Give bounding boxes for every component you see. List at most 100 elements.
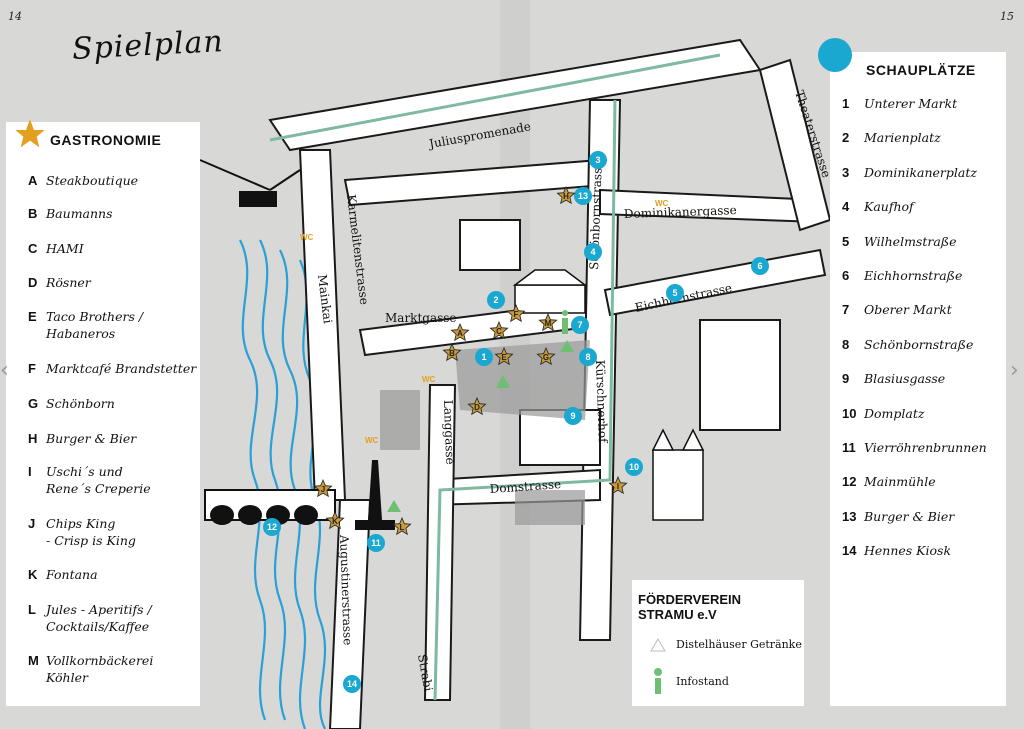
venue-marker-label: 3 <box>595 155 600 165</box>
street-mainkai: Mainkai <box>315 274 335 325</box>
schauplatz-number: 2 <box>842 130 850 146</box>
gastro-marker-F[interactable]: F <box>506 303 526 323</box>
venue-marker-3[interactable]: 3 <box>589 151 607 169</box>
next-page-arrow[interactable]: › <box>1010 358 1019 383</box>
gastro-marker-label: F <box>514 310 519 319</box>
gastro-marker-I[interactable]: I <box>608 475 628 495</box>
gastro-marker-L[interactable]: L <box>392 516 412 536</box>
gastro-marker-label: B <box>449 349 455 358</box>
venue-marker-label: 10 <box>629 462 639 472</box>
gastro-marker-label: H <box>563 192 569 201</box>
venue-marker-10[interactable]: 10 <box>625 458 643 476</box>
numbered-circle-icon <box>579 348 597 366</box>
schauplatz-name: Domplatz <box>864 405 925 421</box>
schauplatz-number: 13 <box>842 508 857 524</box>
fountain-icon <box>355 460 395 530</box>
venue-marker-13[interactable]: 13 <box>574 187 592 205</box>
gastro-marker-C[interactable]: C <box>489 320 509 340</box>
street-domstrasse: Domstrasse <box>489 477 561 496</box>
info-marker <box>562 310 568 334</box>
numbered-circle-icon <box>564 407 582 425</box>
venue-marker-9[interactable]: 9 <box>564 407 582 425</box>
schauplatz-name: Unterer Markt <box>864 96 958 111</box>
venue-marker-label: 4 <box>590 247 595 257</box>
gastro-marker-label: A <box>457 329 463 338</box>
gastro-name: Vollkornbäckerei Köhler <box>46 653 154 685</box>
star-icon <box>556 185 576 205</box>
schauplatz-name: Dominikanerplatz <box>864 164 977 180</box>
numbered-circle-icon <box>574 187 592 205</box>
gastro-letter: K <box>28 567 38 582</box>
venue-marker-label: 11 <box>371 538 381 548</box>
schauplatz-number: 5 <box>842 233 850 249</box>
gastro-name: Taco Brothers / Habaneros <box>46 309 144 341</box>
gastro-marker-A[interactable]: A <box>450 322 470 342</box>
gastro-markers: A B C D E F G H I J K L M <box>313 185 628 536</box>
star-icon <box>489 320 509 340</box>
venue-marker-5[interactable]: 5 <box>666 284 684 302</box>
gastro-letter: H <box>28 431 38 446</box>
schauplatz-name: Eichhornstraße <box>864 268 963 283</box>
gastro-letter: I <box>28 464 32 479</box>
gastro-letter: J <box>28 516 36 531</box>
numbered-circle-icon <box>589 151 607 169</box>
gastro-marker-K[interactable]: K <box>325 510 345 530</box>
schauplatz-number: 4 <box>842 199 850 215</box>
star-icon <box>467 396 487 416</box>
gastro-marker-D[interactable]: D <box>467 396 487 416</box>
star-icon <box>442 342 462 362</box>
wc-label: WC <box>365 436 379 445</box>
venue-marker-14[interactable]: 14 <box>343 675 361 693</box>
venue-marker-8[interactable]: 8 <box>579 348 597 366</box>
gastro-marker-label: L <box>400 523 405 532</box>
venue-marker-2[interactable]: 2 <box>487 291 505 309</box>
drinks-markers <box>387 340 574 512</box>
gastro-name: Baumanns <box>46 206 113 221</box>
venue-marker-12[interactable]: 12 <box>263 518 281 536</box>
star-icon <box>392 516 412 536</box>
gastro-marker-E[interactable]: E <box>494 346 514 366</box>
venue-marker-7[interactable]: 7 <box>571 316 589 334</box>
prev-page-arrow[interactable]: ‹ <box>0 358 9 383</box>
schauplatz-number: 7 <box>842 302 850 318</box>
gastro-name: Burger & Bier <box>46 431 137 446</box>
schauplatz-list-item: 7 Oberer Markt <box>842 302 1002 317</box>
schauplaetze-heading: SCHAUPLÄTZE <box>866 62 976 78</box>
star-icon <box>608 475 628 495</box>
gastro-marker-M[interactable]: M <box>538 312 558 332</box>
star-icon <box>450 322 470 342</box>
blue-dot-icon <box>818 38 852 72</box>
gastro-marker-label: J <box>321 485 325 494</box>
info-legend-label: Infostand <box>676 675 729 688</box>
gastro-name: Uschi´s und Rene´s Creperie <box>46 464 151 496</box>
gastro-marker-H[interactable]: H <box>556 185 576 205</box>
schauplatz-number: 12 <box>842 474 857 490</box>
schauplatz-name: Oberer Markt <box>864 302 952 318</box>
schauplatz-name: Kaufhof <box>864 199 914 215</box>
gastro-marker-B[interactable]: B <box>442 342 462 362</box>
star-icon <box>506 303 526 323</box>
numbered-circle-icon <box>625 458 643 476</box>
gastro-marker-G[interactable]: G <box>536 346 556 366</box>
gastro-marker-J[interactable]: J <box>313 478 333 498</box>
venue-marker-11[interactable]: 11 <box>367 534 385 552</box>
star-icon <box>325 510 345 530</box>
venue-marker-4[interactable]: 4 <box>584 243 602 261</box>
venue-marker-1[interactable]: 1 <box>475 348 493 366</box>
venue-marker-6[interactable]: 6 <box>751 257 769 275</box>
gastro-marker-label: I <box>617 482 619 491</box>
